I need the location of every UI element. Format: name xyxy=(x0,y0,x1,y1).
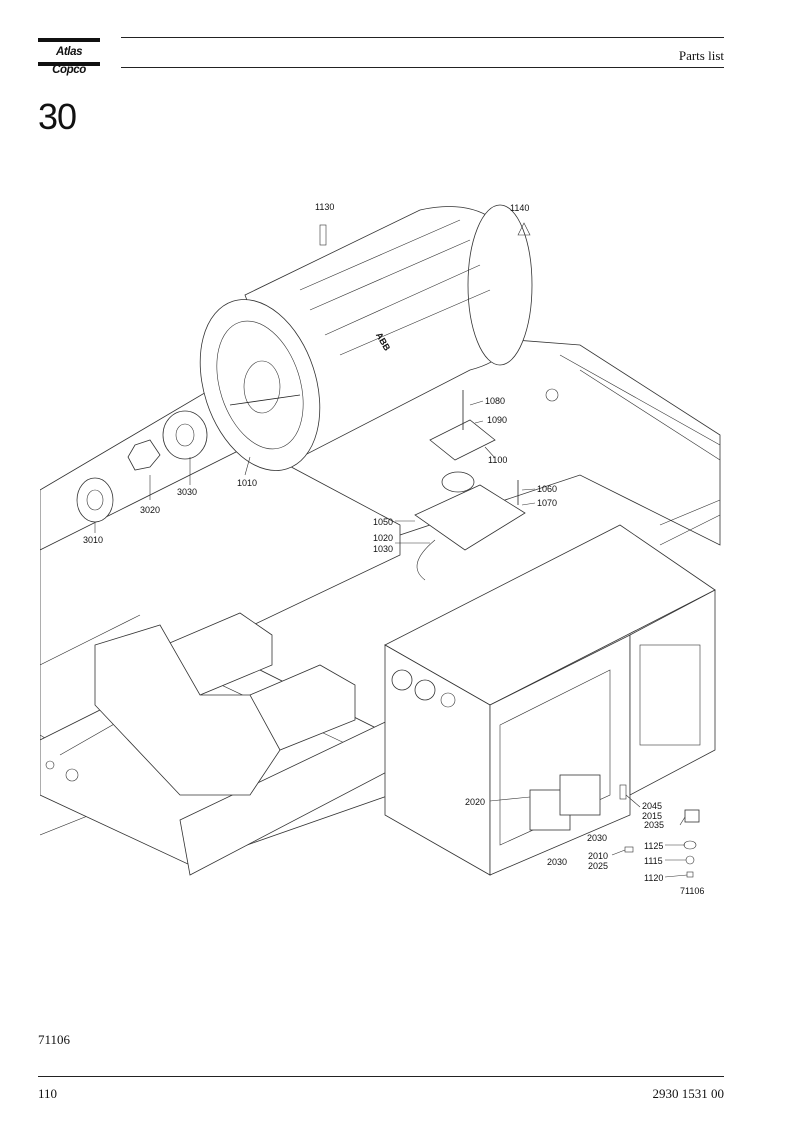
callout-1140: 1140 xyxy=(510,203,529,213)
section-number: 30 xyxy=(38,96,77,137)
callout-2045: 2045 xyxy=(642,801,662,811)
callout-1120: 1120 xyxy=(644,873,663,883)
callout-1070: 1070 xyxy=(537,498,557,508)
callout-3010: 3010 xyxy=(83,535,103,545)
callout-2035: 2035 xyxy=(644,820,664,830)
callout-1020: 1020 xyxy=(373,533,393,543)
callout-2025: 2025 xyxy=(588,861,608,871)
electric-motor: ABB xyxy=(199,204,533,471)
atlas-copco-logo: Atlas Copco xyxy=(38,38,100,76)
drawing-id: 71106 xyxy=(680,886,704,896)
callout-2020: 2020 xyxy=(465,797,485,807)
figure-reference: 71106 xyxy=(38,1032,71,1047)
header-rule-bottom xyxy=(121,67,724,68)
callout-1130: 1130 xyxy=(315,202,334,212)
callout-2015: 2015 xyxy=(642,811,662,821)
mounting-plates xyxy=(414,390,526,581)
steps-assembly xyxy=(94,612,356,796)
document-number: 2930 1531 00 xyxy=(652,1086,725,1101)
callout-1125: 1125 xyxy=(644,841,663,851)
electrical-cabinet xyxy=(384,524,716,878)
logo-brand-text: Atlas Copco xyxy=(52,46,86,76)
footer-rule xyxy=(38,1076,724,1077)
callout-labels: 1130 1140 1080 1090 1100 1060 1070 1050 … xyxy=(83,202,704,896)
callout-leaders xyxy=(94,400,688,878)
callout-1080: 1080 xyxy=(485,396,505,406)
callout-3020: 3020 xyxy=(140,505,160,515)
callout-2010: 2010 xyxy=(588,851,608,861)
header-title: Parts list xyxy=(678,48,724,63)
callout-1030: 1030 xyxy=(373,544,393,554)
logo-bar-top xyxy=(38,38,100,42)
callout-1090: 1090 xyxy=(487,415,507,425)
logo-bar-bottom xyxy=(38,62,100,66)
callout-1010: 1010 xyxy=(237,478,257,488)
callout-2030-left: 2030 xyxy=(547,857,567,867)
callout-1050: 1050 xyxy=(373,517,393,527)
header-rule-top xyxy=(121,37,724,38)
callout-1100: 1100 xyxy=(488,455,507,465)
callout-2030-right: 2030 xyxy=(587,833,607,843)
exploded-parts-drawing: ABB xyxy=(40,195,730,910)
coupling-parts xyxy=(76,410,208,523)
callout-1060: 1060 xyxy=(537,484,557,494)
callout-3030: 3030 xyxy=(177,487,197,497)
page-number: 110 xyxy=(38,1086,58,1101)
callout-1115: 1115 xyxy=(644,856,663,866)
